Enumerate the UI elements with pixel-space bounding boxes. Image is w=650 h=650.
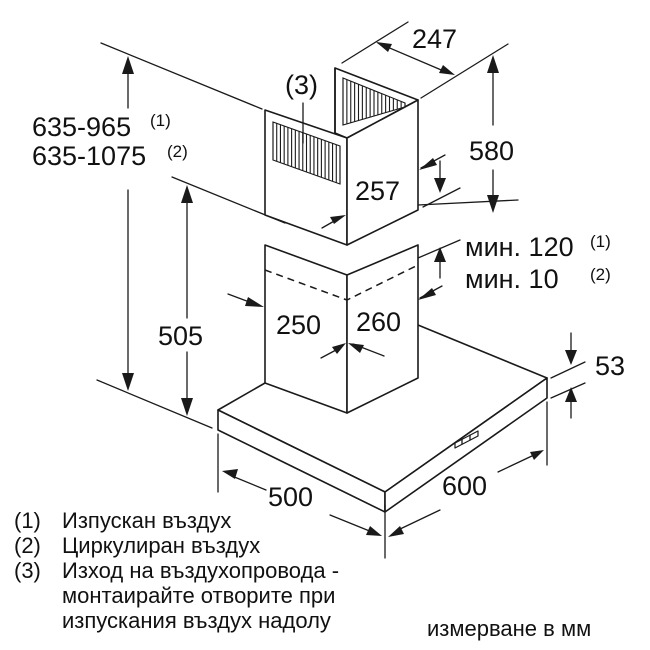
legend-key-1: (1)	[14, 508, 41, 533]
label-outlet-callout: (3)	[285, 70, 318, 100]
legend-text-3: Изход на въздухопровода -	[62, 558, 339, 583]
dimension-labels: 635-965 (1) 635-1075 (2) (3) 247 580 257…	[32, 24, 625, 512]
note-1b: (1)	[590, 232, 611, 251]
upper-chimney	[264, 67, 419, 246]
units-note: измерване в мм	[427, 616, 591, 641]
width-250-dimension	[227, 293, 264, 307]
label-depth-247: 247	[412, 24, 457, 54]
depth-260-dimension	[320, 343, 385, 359]
thickness-53-dimension	[550, 332, 586, 419]
legend-text-2: Циркулиран въздух	[62, 533, 260, 558]
label-total-height-recirc: 635-1075	[32, 141, 146, 171]
note-2b: (2)	[590, 265, 611, 284]
label-depth-500: 500	[268, 482, 313, 512]
reference-lines-left	[96, 42, 286, 429]
label-height-580: 580	[469, 136, 514, 166]
note-1: (1)	[150, 111, 171, 130]
lower-height-dimension	[181, 185, 193, 416]
label-height-505: 505	[158, 321, 203, 351]
label-width-257: 257	[355, 176, 400, 206]
label-width-250: 250	[276, 310, 321, 340]
width-257-dimension	[321, 154, 461, 229]
depth-247-dimension	[341, 21, 509, 99]
label-overlap-min-recirc: мин. 10	[465, 264, 559, 294]
legend-key-2: (2)	[14, 533, 41, 558]
label-depth-260: 260	[356, 307, 401, 337]
label-overlap-min-exhaust: мин. 120	[465, 232, 574, 262]
note-2: (2)	[167, 142, 188, 161]
hood-canopy	[217, 324, 548, 513]
legend: (1) Изпускан въздух (2) Циркулиран възду…	[14, 508, 339, 633]
label-width-600: 600	[442, 471, 487, 501]
front-grille-hatching	[272, 122, 341, 184]
legend-text-1: Изпускан въздух	[62, 508, 231, 533]
total-height-dimension	[122, 56, 134, 391]
legend-key-3: (3)	[14, 558, 41, 583]
label-total-height-exhaust: 635-965	[32, 112, 131, 142]
label-thickness-53: 53	[595, 351, 625, 381]
base-dimensions	[217, 401, 548, 559]
height-580-dimension	[417, 55, 519, 213]
legend-text-3c: изпускания въздух надолу	[62, 608, 331, 633]
control-panel-icon	[454, 430, 479, 449]
back-grille-hatching	[342, 78, 406, 125]
overlap-min-dimension	[417, 239, 461, 300]
legend-text-3b: монтаирайте отворите при	[62, 583, 335, 608]
lower-chimney	[264, 244, 419, 414]
